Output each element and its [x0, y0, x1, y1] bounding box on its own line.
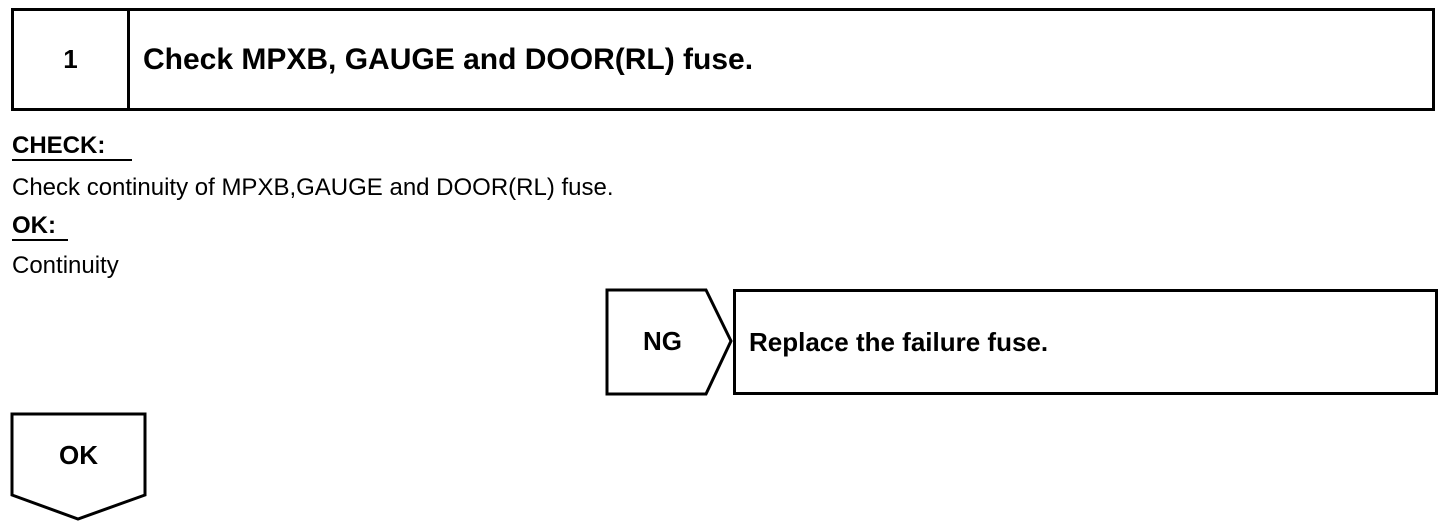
step-number: 1 [14, 11, 130, 108]
ng-arrow-shape [605, 288, 733, 396]
ng-action-box: Replace the failure fuse. [733, 289, 1438, 395]
ok-text: Continuity [12, 252, 119, 279]
check-label-underline [12, 159, 132, 161]
ng-tag: NG [643, 326, 682, 356]
ok-tag: OK [59, 440, 98, 470]
step-title: Check MPXB, GAUGE and DOOR(RL) fuse. [143, 42, 754, 76]
ok-arrow-shape [10, 412, 147, 521]
ok-label: OK: [12, 212, 56, 239]
check-text: Check continuity of MPXB,GAUGE and DOOR(… [12, 174, 614, 201]
ok-label-underline [12, 239, 68, 241]
step-header: 1 Check MPXB, GAUGE and DOOR(RL) fuse. [11, 8, 1435, 111]
check-label: CHECK: [12, 132, 106, 159]
